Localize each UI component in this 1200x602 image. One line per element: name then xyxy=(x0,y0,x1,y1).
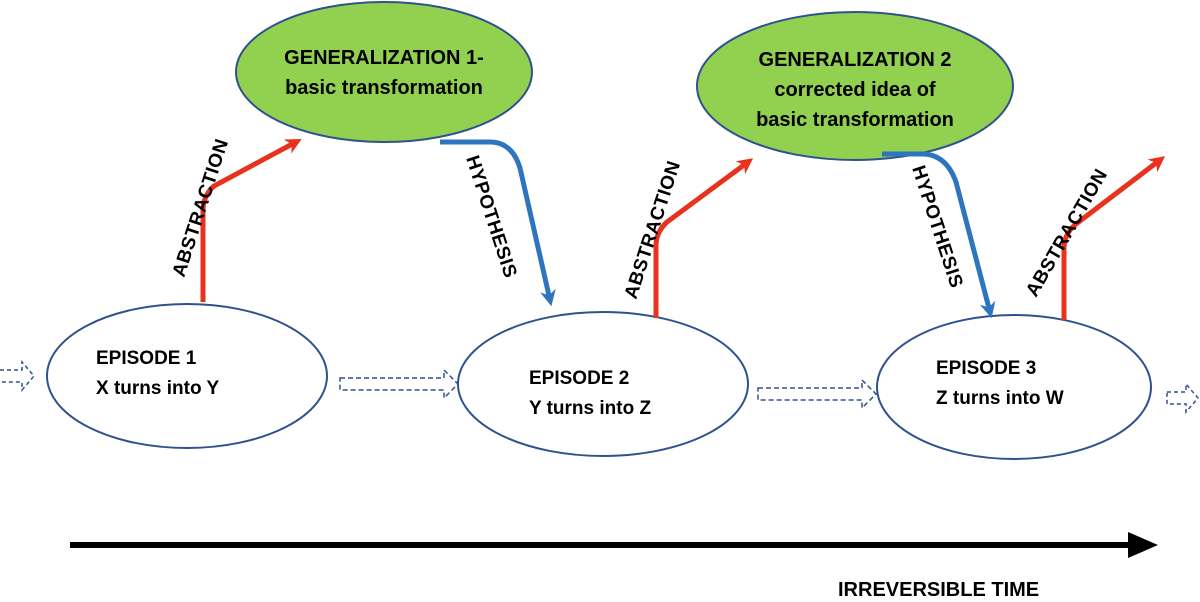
episode-1-desc: X turns into Y xyxy=(96,378,219,399)
generalization-1-line2: basic transformation xyxy=(285,77,483,99)
time-label: IRREVERSIBLE TIME xyxy=(838,579,1039,601)
hypothesis-arrow-2 xyxy=(882,151,996,319)
episode-3: EPISODE 3 Z turns into W xyxy=(876,314,1152,460)
flow-arrow-2-3 xyxy=(757,378,878,410)
episode-2-desc: Y turns into Z xyxy=(529,398,651,419)
flow-arrow-in xyxy=(0,359,35,393)
episode-2: EPISODE 2 Y turns into Z xyxy=(457,311,749,457)
episode-1-title: EPISODE 1 xyxy=(96,348,197,369)
flow-arrow-1-2 xyxy=(339,368,460,400)
generalization-2-line3: basic transformation xyxy=(756,109,954,131)
hypothesis-arrow-1 xyxy=(440,139,556,307)
generalization-2-line2: corrected idea of xyxy=(774,79,936,101)
hypothesis-label-1: HYPOTHESIS xyxy=(461,153,520,281)
abstraction-label-2: ABSTRACTION xyxy=(621,158,685,301)
episode-2-title: EPISODE 2 xyxy=(529,368,629,389)
episode-3-title: EPISODE 3 xyxy=(936,358,1036,379)
episode-3-desc: Z turns into W xyxy=(936,388,1064,409)
flow-arrow-out xyxy=(1166,381,1199,415)
abstraction-arrow-2 xyxy=(653,158,754,318)
time-arrow xyxy=(70,532,1158,558)
generalization-1-line1: GENERALIZATION 1- xyxy=(284,47,484,69)
generalization-2-line1: GENERALIZATION 2 xyxy=(759,49,952,71)
abstraction-arrow-3 xyxy=(1061,156,1166,320)
episode-1: EPISODE 1 X turns into Y xyxy=(46,303,328,449)
generalization-2: GENERALIZATION 2 corrected idea of basic… xyxy=(696,11,1014,161)
abstraction-label-3: ABSTRACTION xyxy=(1022,165,1112,300)
abstraction-arrow-1 xyxy=(200,138,302,302)
generalization-1: GENERALIZATION 1- basic transformation xyxy=(235,1,533,143)
